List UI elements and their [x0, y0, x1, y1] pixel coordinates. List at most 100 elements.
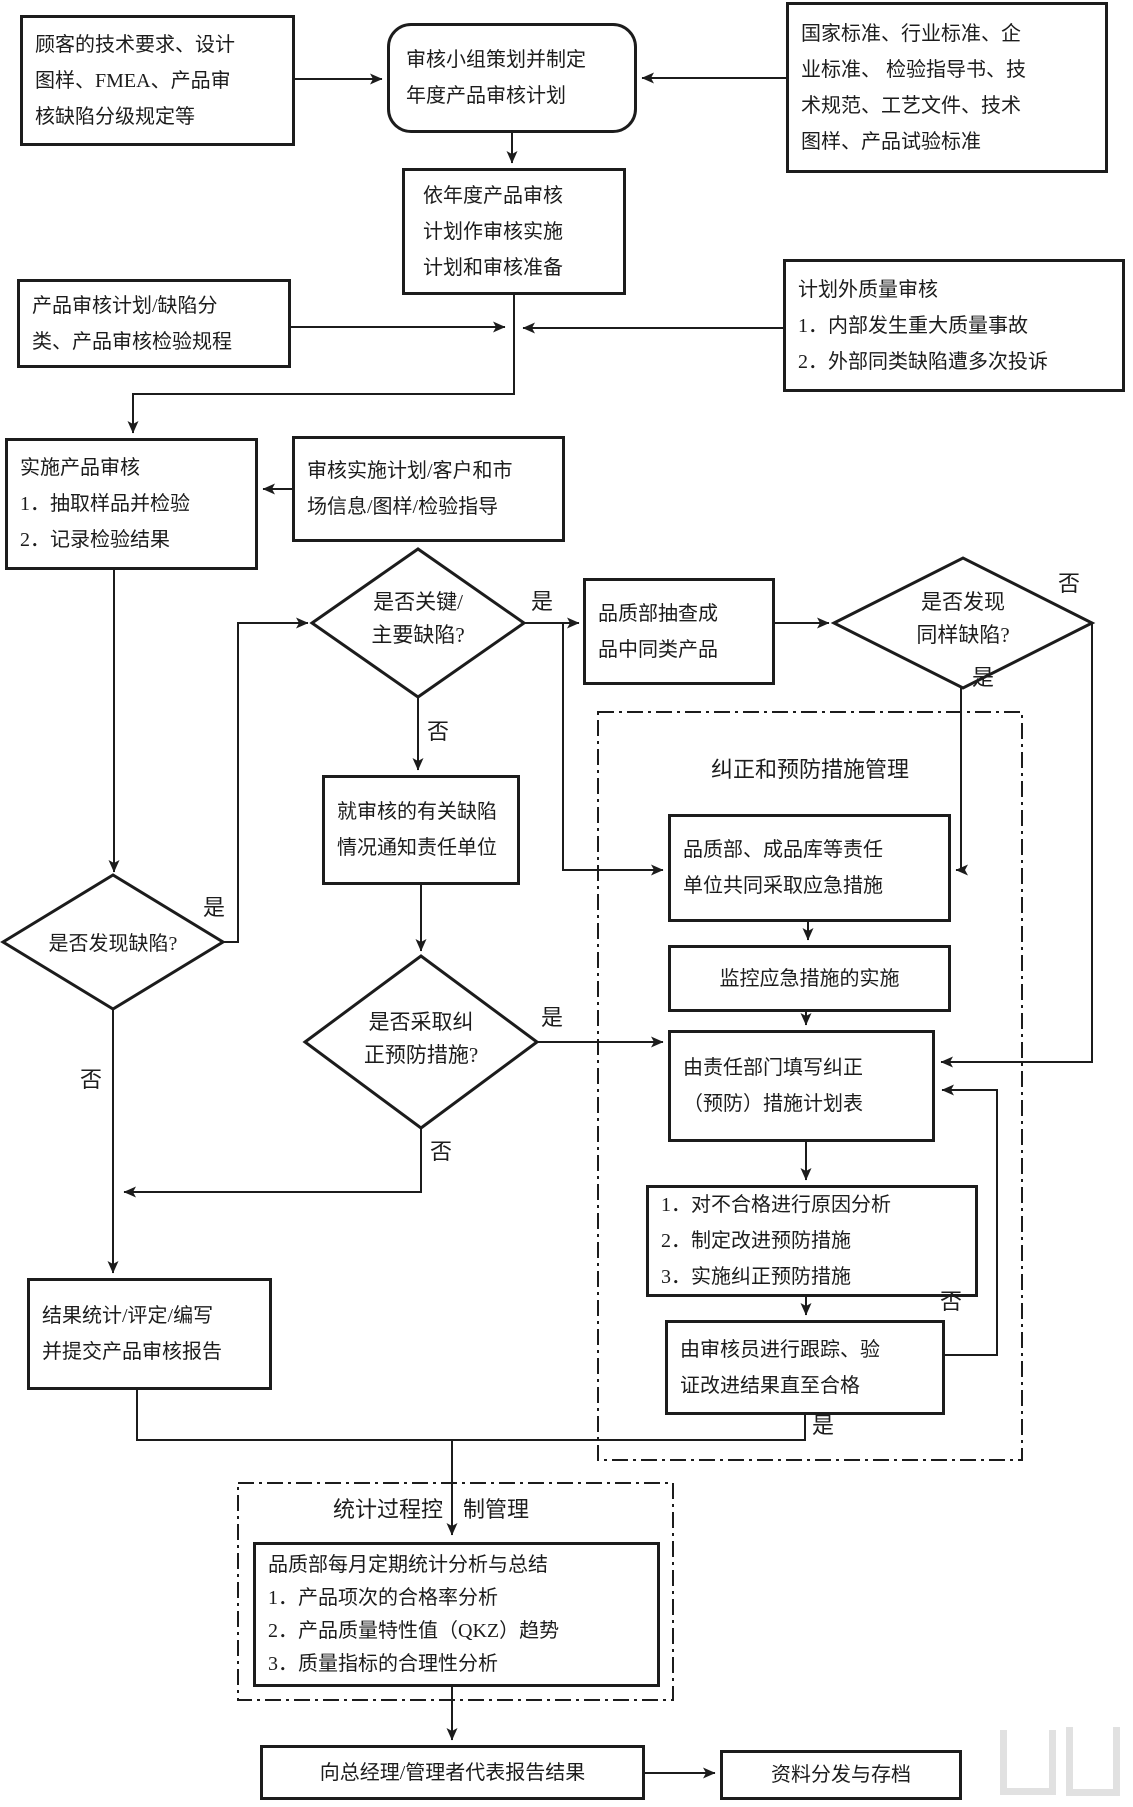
node-line: 向总经理/管理者代表报告结果 — [319, 1761, 586, 1784]
diamond-text-key-defect: 是否关键/ 主要缺陷? — [318, 586, 518, 652]
label-key-defect-yes: 是 — [531, 589, 554, 614]
node-line: 计划和审核准备 — [423, 256, 563, 279]
label-same-defect-yes: 是 — [972, 665, 995, 690]
node-line: 3．质量指标的合理性分析 — [268, 1652, 498, 1675]
node-monthly-stats: 品质部每月定期统计分析与总结 1．产品项次的合格率分析 2．产品质量特性值（QK… — [253, 1542, 660, 1687]
node-line: 1．内部发生重大质量事故 — [798, 314, 1028, 337]
node-line: 图样、产品试验标准 — [801, 130, 981, 153]
container-title-corrective: 纠正和预防措施管理 — [710, 757, 909, 782]
node-line: 主要缺陷? — [371, 623, 465, 647]
node-line: 结果统计/评定/编写 — [42, 1305, 214, 1327]
node-line: 核缺陷分级规定等 — [35, 105, 195, 128]
node-line: 场信息/图样/检验指导 — [307, 496, 499, 518]
node-line: 计划作审核实施 — [423, 220, 563, 243]
diamond-corrective — [302, 954, 540, 1130]
node-line: 类、产品审核检验规程 — [32, 330, 232, 353]
node-standards-inputs: 国家标准、行业标准、企 业标准、 检验指导书、技 术规范、工艺文件、技术 图样、… — [786, 2, 1108, 173]
diamond-same-defect — [830, 556, 1096, 690]
node-line: 品质部每月定期统计分析与总结 — [268, 1553, 548, 1576]
label-track-yes: 是 — [812, 1413, 835, 1438]
node-line: 2．记录检验结果 — [20, 529, 170, 551]
node-line: 计划外质量审核 — [798, 278, 938, 301]
node-line: 3．实施纠正预防措施 — [661, 1266, 851, 1288]
node-line: 品中同类产品 — [598, 638, 718, 661]
node-line: 是否采取纠 — [368, 1010, 474, 1034]
edge-track-no-loop — [941, 1084, 998, 1356]
node-line: 图样、FMEA、产品审 — [35, 69, 231, 92]
edge-corrective-no-merge — [123, 1128, 422, 1198]
node-auditor-tracking: 由审核员进行跟踪、验 证改进结果直至合格 — [665, 1320, 945, 1415]
node-line: 1．产品项次的合格率分析 — [268, 1586, 498, 1609]
node-line: 业标准、 检验指导书、技 — [801, 58, 1026, 81]
node-line: 1．抽取样品并检验 — [20, 493, 190, 515]
container-title-spc-left: 统计过程控 — [332, 1497, 443, 1522]
node-line: 资料分发与存档 — [771, 1764, 911, 1786]
node-annual-prepare: 依年度产品审核 计划作审核实施 计划和审核准备 — [402, 168, 626, 295]
node-line: 2．外部同类缺陷遭多次投诉 — [798, 350, 1048, 373]
node-line: 是否发现 — [921, 590, 1005, 614]
node-line: 年度产品审核计划 — [406, 85, 566, 107]
node-line: 国家标准、行业标准、企 — [801, 22, 1021, 45]
node-line: 是否发现缺陷? — [48, 933, 178, 955]
edge-found-yes-to-key — [223, 617, 309, 943]
label-corrective-yes: 是 — [541, 1005, 564, 1030]
edge-same-yes-to-emergency — [955, 687, 968, 876]
diamond-text-same-defect: 是否发现 同样缺陷? — [863, 586, 1063, 652]
node-qa-spot-check: 品质部抽查成 品中同类产品 — [583, 578, 775, 685]
node-line: 证改进结果直至合格 — [680, 1374, 860, 1397]
node-line: 品质部抽查成 — [598, 602, 718, 625]
node-notify-responsible: 就审核的有关缺陷 情况通知责任单位 — [322, 775, 520, 885]
node-audit-team-plan: 审核小组策划并制定 年度产品审核计划 — [387, 23, 637, 133]
node-line: 审核小组策划并制定 — [406, 49, 586, 71]
label-track-no: 否 — [940, 1289, 963, 1314]
label-defect-found-yes: 是 — [203, 895, 226, 920]
node-report-gm: 向总经理/管理者代表报告结果 — [260, 1745, 645, 1800]
label-same-defect-no: 否 — [1058, 571, 1081, 596]
container-corrective-management — [597, 711, 1023, 1461]
node-line: 监控应急措施的实施 — [719, 967, 900, 990]
node-archive: 资料分发与存档 — [720, 1750, 962, 1800]
container-spc-management — [237, 1482, 674, 1701]
label-corrective-no: 否 — [430, 1139, 453, 1164]
node-emergency-measures: 品质部、成品库等责任 单位共同采取应急措施 — [668, 814, 951, 922]
node-line: 同样缺陷? — [916, 623, 1010, 647]
node-monitor-emergency: 监控应急措施的实施 — [668, 945, 951, 1012]
node-line: 依年度产品审核 — [423, 184, 563, 207]
node-line: 单位共同采取应急措施 — [683, 875, 883, 897]
node-line: 审核实施计划/客户和市 — [307, 460, 513, 482]
node-unplanned-audit: 计划外质量审核 1．内部发生重大质量事故 2．外部同类缺陷遭多次投诉 — [783, 259, 1125, 392]
edge-merge-to-stats — [136, 1390, 806, 1535]
node-line: 正预防措施? — [363, 1043, 479, 1067]
node-result-report: 结果统计/评定/编写 并提交产品审核报告 — [27, 1278, 272, 1390]
node-line: 由审核员进行跟踪、验 — [680, 1338, 880, 1361]
diamond-text-corrective: 是否采取纠 正预防措施? — [321, 1006, 521, 1072]
edge-prepare-to-implement — [127, 295, 515, 434]
node-line: 品质部、成品库等责任 — [683, 839, 883, 861]
node-implement-audit: 实施产品审核 1．抽取样品并检验 2．记录检验结果 — [5, 438, 258, 570]
node-line: 是否关键/ — [373, 590, 463, 614]
node-line: 术规范、工艺文件、技术 — [801, 94, 1021, 117]
edge-same-no-to-fillplan — [940, 623, 1093, 1068]
node-fill-corrective-plan: 由责任部门填写纠正 （预防）措施计划表 — [668, 1030, 935, 1142]
node-line: 并提交产品审核报告 — [42, 1341, 222, 1363]
node-line: 1．对不合格进行原因分析 — [661, 1194, 891, 1216]
node-line: 顾客的技术要求、设计 — [35, 33, 235, 56]
node-line: 2．制定改进预防措施 — [661, 1230, 851, 1252]
diamond-defect-found — [0, 873, 226, 1011]
diamond-text-defect-found: 是否发现缺陷? — [3, 928, 223, 961]
node-line: 实施产品审核 — [20, 457, 140, 479]
edge-key-yes-to-emergency — [562, 623, 664, 876]
diamond-key-defect — [309, 547, 527, 699]
node-line: （预防）措施计划表 — [683, 1093, 863, 1115]
node-customer-requirements: 顾客的技术要求、设计 图样、FMEA、产品审 核缺陷分级规定等 — [20, 15, 295, 146]
node-audit-plan-defect-class: 产品审核计划/缺陷分 类、产品审核检验规程 — [17, 279, 291, 368]
label-key-defect-no: 否 — [427, 719, 450, 744]
node-line: 2．产品质量特性值（QKZ）趋势 — [268, 1619, 560, 1642]
node-line: 就审核的有关缺陷 — [337, 801, 497, 823]
label-defect-found-no: 否 — [80, 1067, 103, 1092]
node-line: 由责任部门填写纠正 — [683, 1057, 863, 1079]
node-cause-analysis: 1．对不合格进行原因分析 2．制定改进预防措施 3．实施纠正预防措施 — [646, 1185, 978, 1297]
node-line: 产品审核计划/缺陷分 — [32, 294, 218, 317]
